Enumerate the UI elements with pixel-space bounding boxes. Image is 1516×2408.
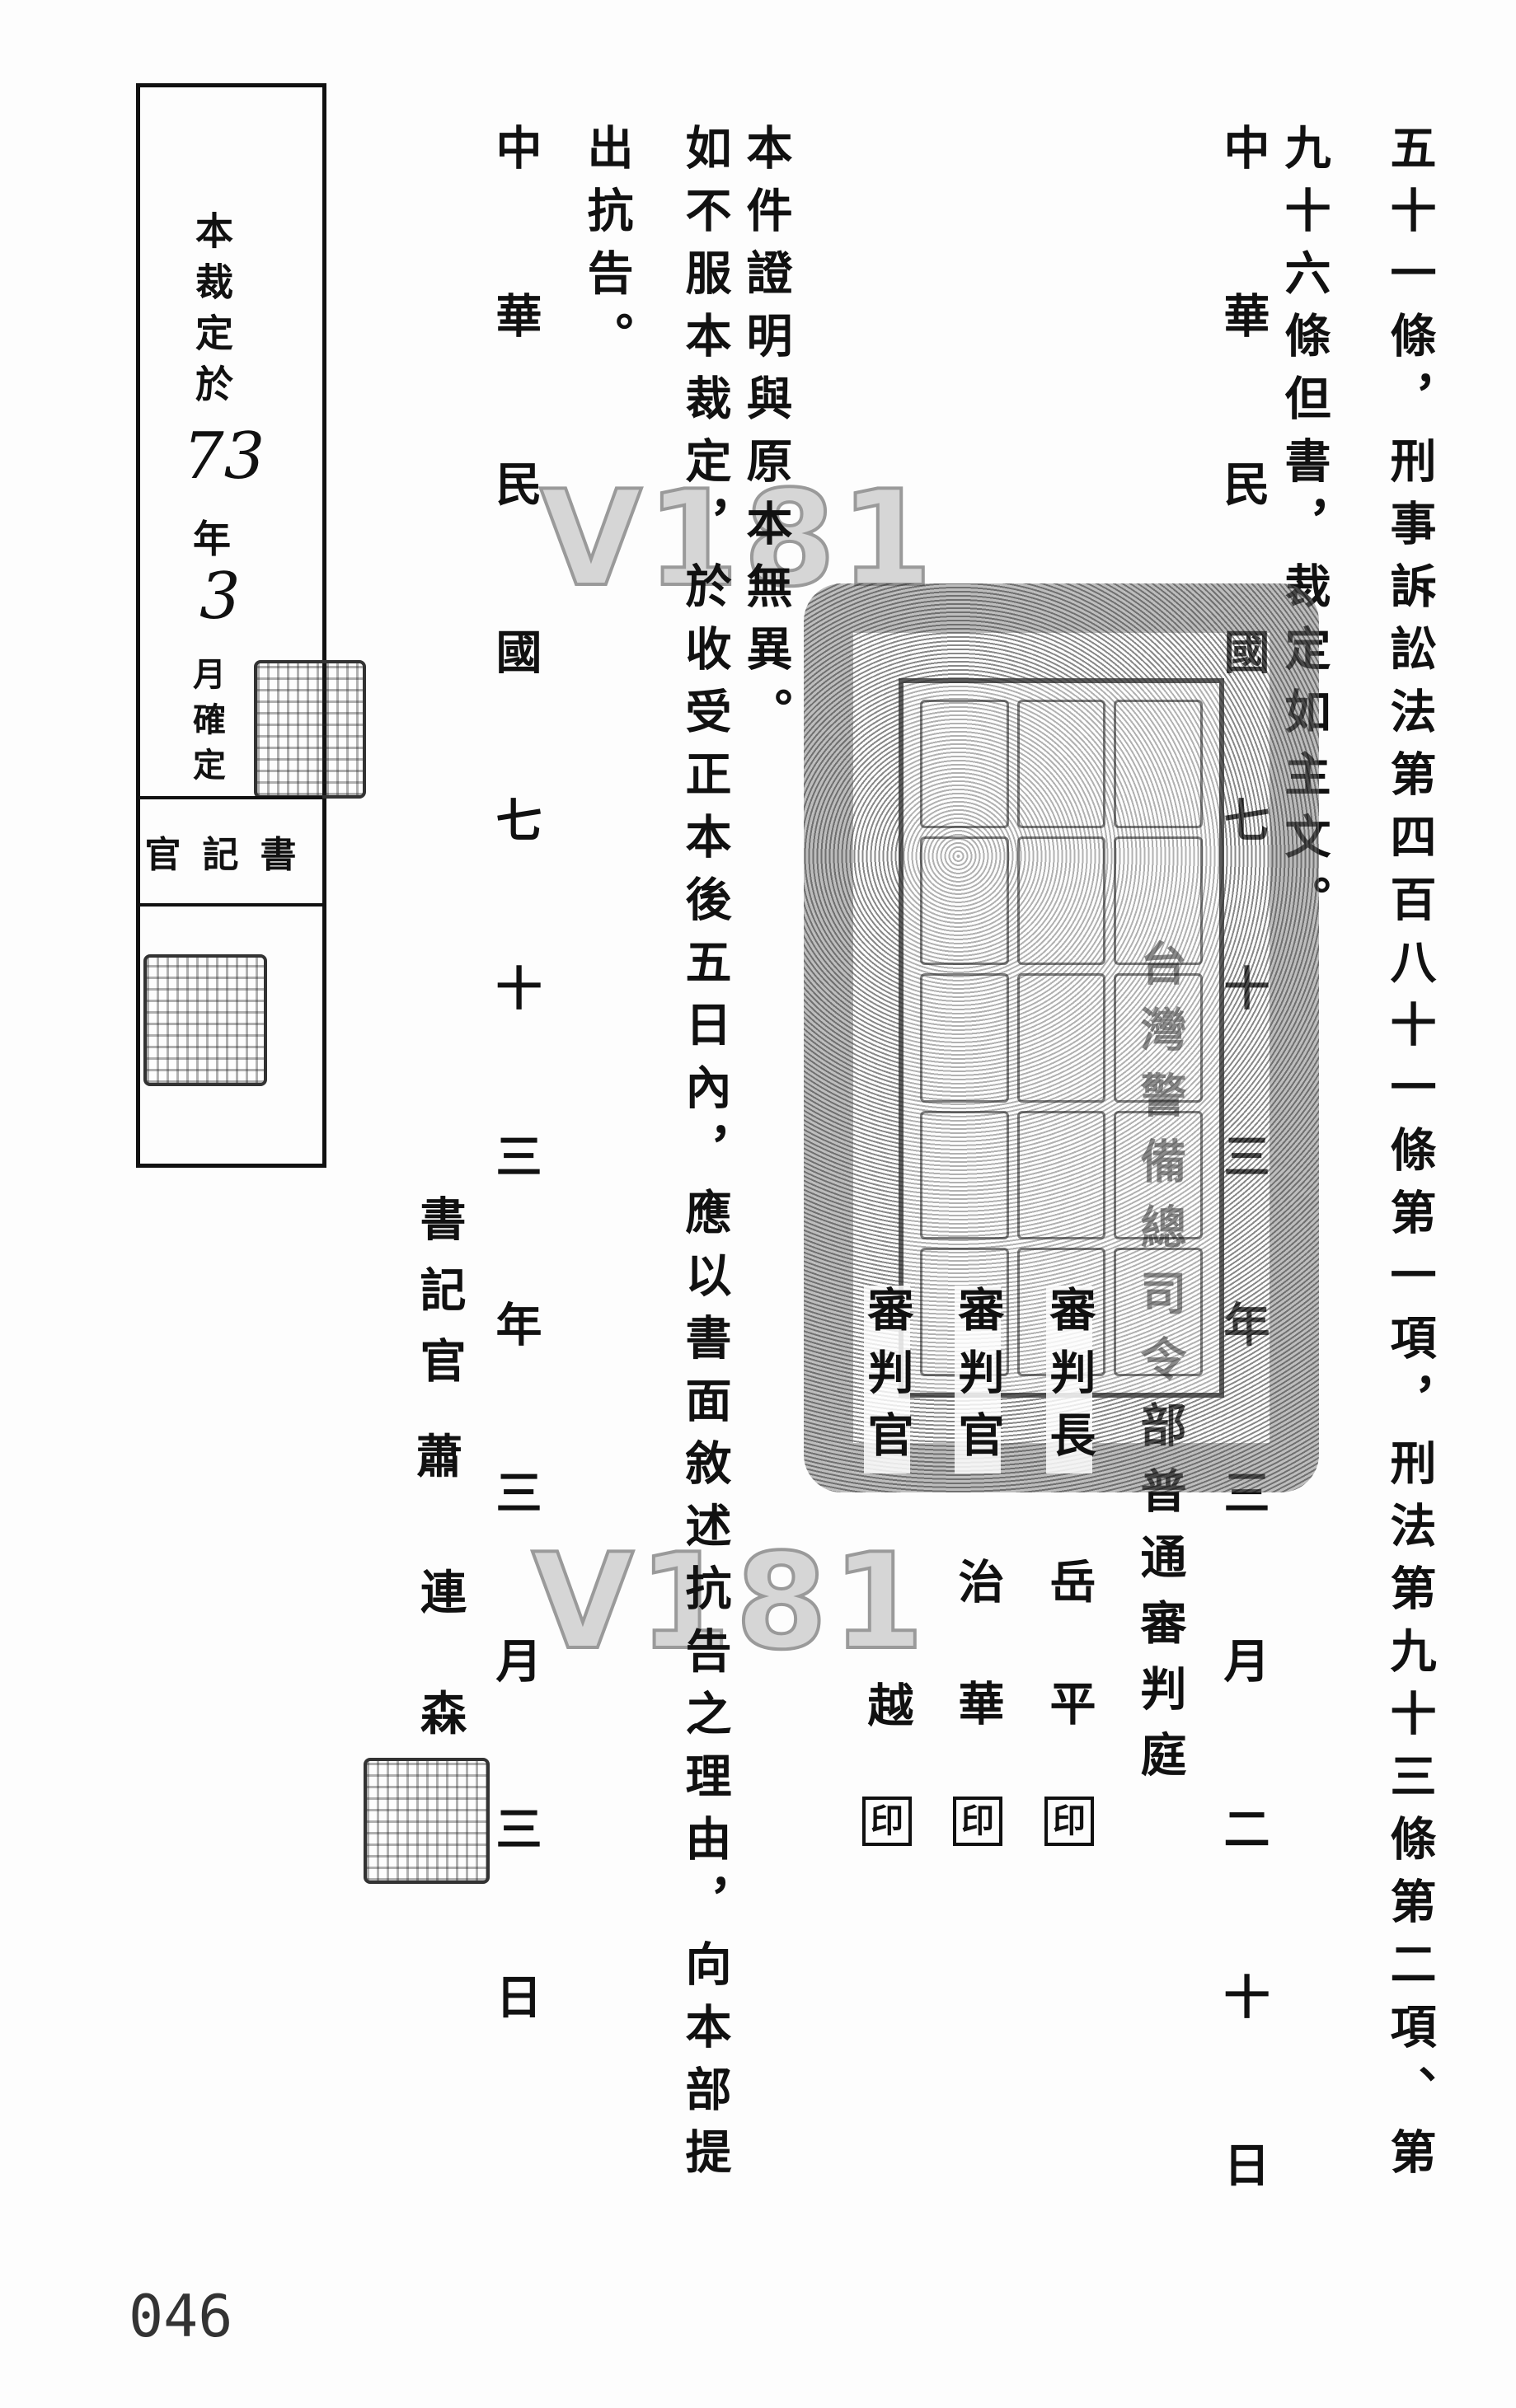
page-number: 046 [129, 2283, 233, 2350]
seal-mark: 印 [1044, 1797, 1094, 1846]
watermark-bottom: V181 [530, 1523, 929, 1680]
clerk-box-seal-stamp [143, 954, 267, 1086]
judge-name: 治華 [950, 1558, 1005, 1801]
finality-suffix-char: 確 [193, 700, 226, 739]
finality-suffix-char: 定 [193, 746, 226, 785]
clerk-name-char: 連 [420, 1566, 467, 1620]
body-line-1: 五十一條，刑事訴訟法第四百八十一條第一項，刑法第九十三條第二項、第 [1382, 124, 1437, 2190]
seal-mark: 印 [862, 1797, 912, 1846]
clerk-name-char: 森 [420, 1687, 467, 1741]
judge-title: 審判官 [950, 1286, 1005, 1473]
appeal-notice-line-1: 如不服本裁定，於收受正本後五日內，應以書面敘述抗告之理由，向本部提 [678, 124, 732, 2190]
clerk-title: 書記官 [412, 1195, 467, 1408]
finality-seal-stamp [254, 660, 366, 799]
clerk-label: 書記官 [144, 834, 318, 876]
certification-date: 中華民國七十三年三月三日 [488, 124, 542, 2141]
seal-script-glyphs [920, 700, 1203, 1376]
appeal-notice-line-2: 出抗告。 [580, 124, 634, 374]
certification-note: 本件證明與原本無異。 [739, 124, 793, 750]
handwritten-year: 73 [183, 419, 265, 494]
seal-mark: 印 [953, 1797, 1002, 1846]
box-divider [140, 796, 322, 799]
finality-prefix: 本裁定於 [190, 211, 234, 415]
clerk-seal-stamp [364, 1758, 490, 1884]
judge-name: 岳平 [1042, 1558, 1096, 1801]
judge-title: 審判官 [860, 1286, 914, 1473]
judge-title: 審判長 [1042, 1286, 1096, 1473]
finality-box: 本裁定於 73 年 3 月 確 定 書記官 [136, 83, 366, 1168]
handwritten-month: 3 [199, 560, 241, 634]
seal-frame [899, 678, 1224, 1398]
judge-name: 越 [860, 1681, 914, 1744]
clerk-name-char: 蕭 [416, 1430, 462, 1484]
year-unit: 年 [193, 517, 231, 561]
box-divider [140, 903, 322, 907]
finality-suffix-char: 月 [193, 655, 226, 694]
